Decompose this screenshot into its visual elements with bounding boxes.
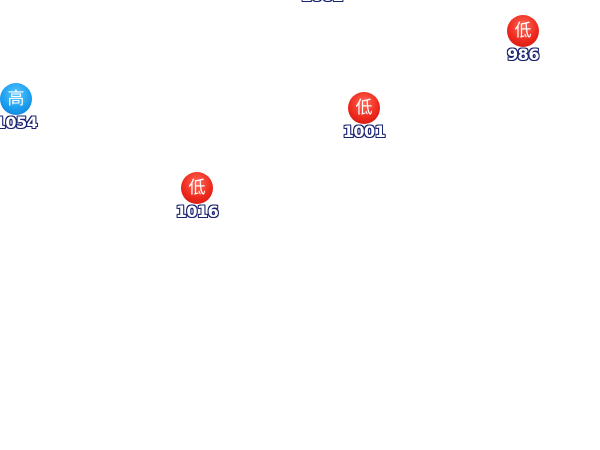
pressure-value: 986 [507,45,539,64]
high-pressure-center-left[interactable]: 高 1054 [0,83,46,132]
pressure-center-top-partial: 1062 [292,0,352,5]
low-pressure-icon: 低 [348,92,380,124]
pressure-value: 1016 [175,202,219,221]
low-pressure-center-mid[interactable]: 低 1001 [334,92,394,141]
pressure-value: 1001 [342,122,386,141]
low-pressure-center-right[interactable]: 低 986 [493,15,553,64]
pressure-value: 1054 [0,113,38,132]
low-pressure-icon: 低 [507,15,539,47]
high-pressure-icon: 高 [0,83,32,115]
pressure-value: 1062 [292,0,352,5]
low-pressure-icon: 低 [181,172,213,204]
low-pressure-center-lower[interactable]: 低 1016 [167,172,227,221]
